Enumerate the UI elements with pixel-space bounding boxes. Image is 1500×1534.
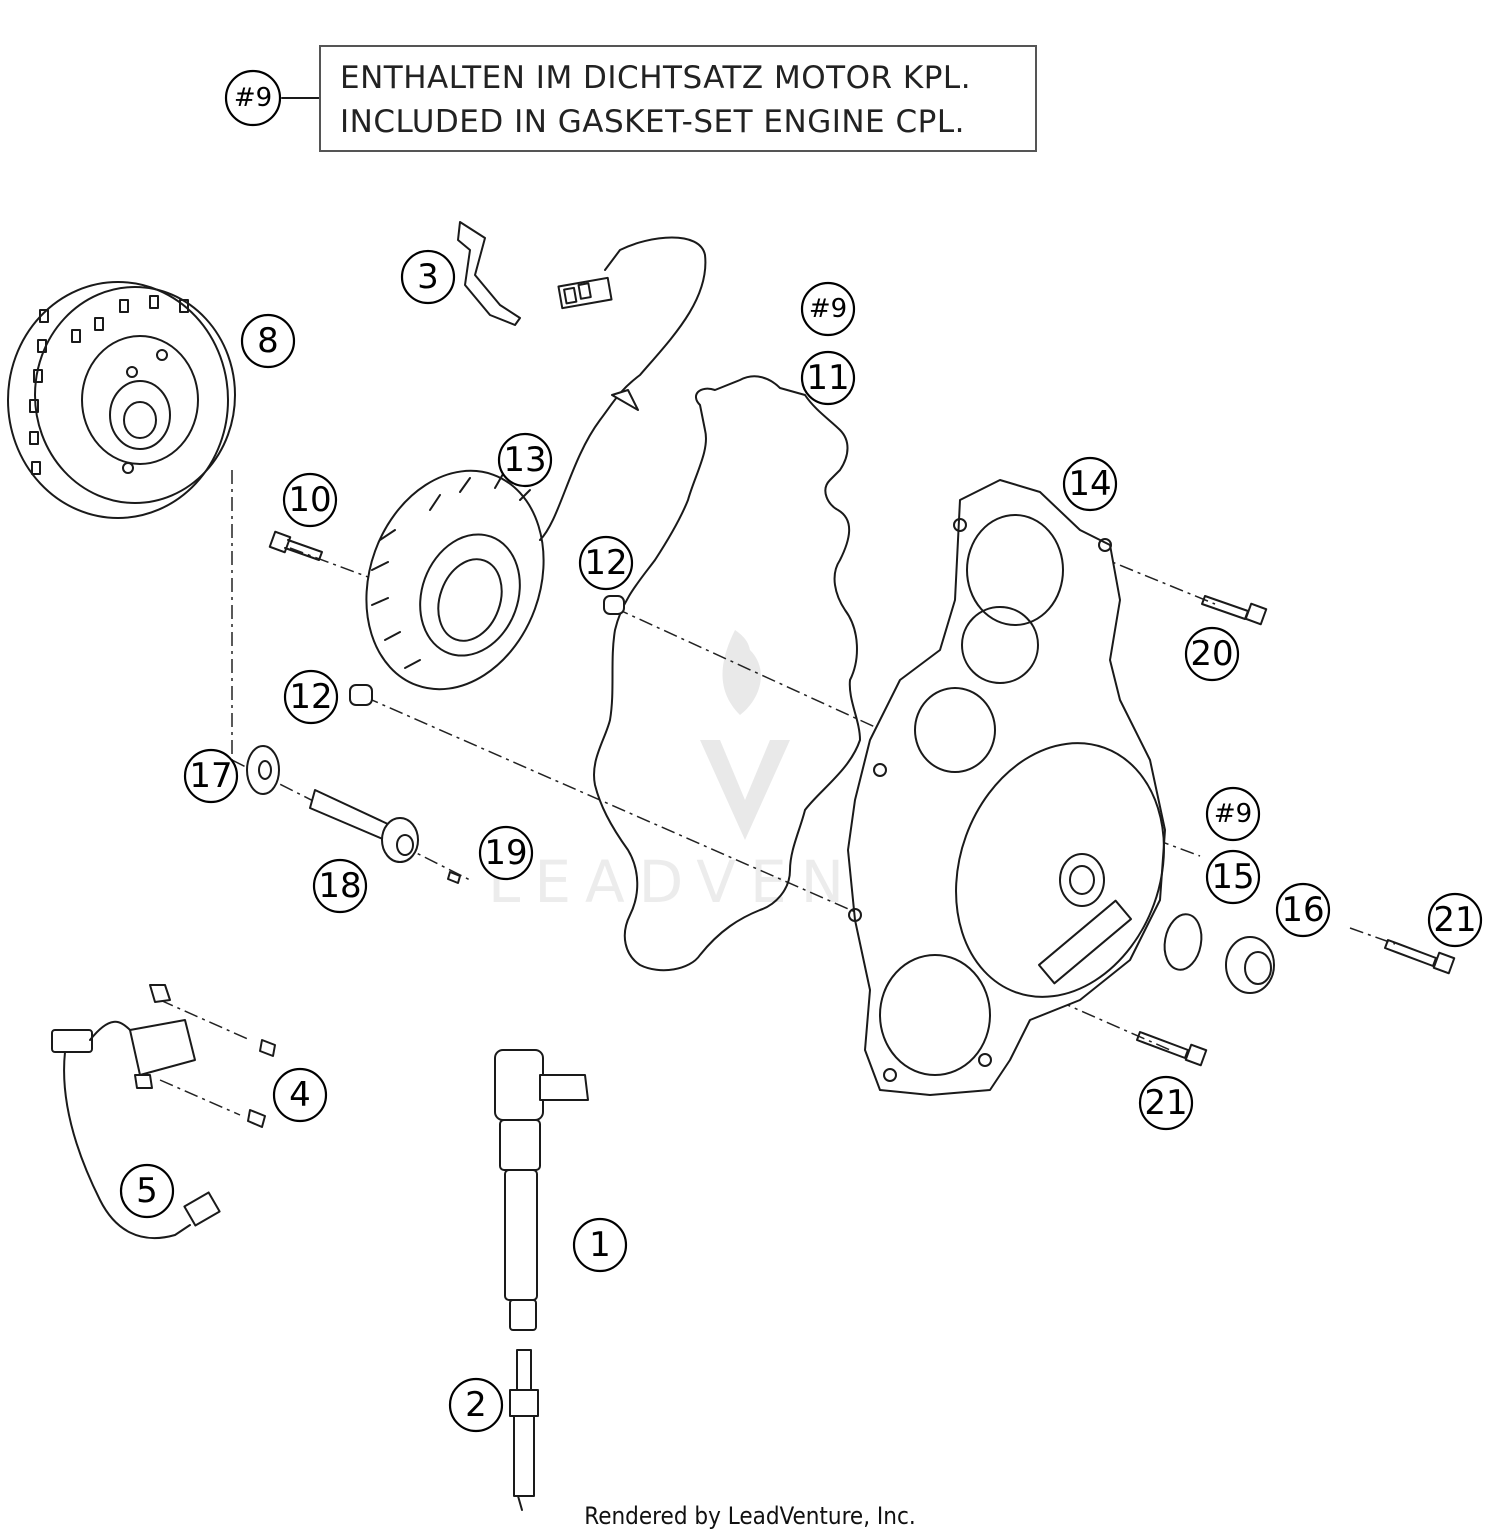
- callout-8: 8: [240, 313, 296, 369]
- svg-text:#9: #9: [1214, 799, 1252, 829]
- callout-16: 16: [1275, 882, 1331, 938]
- watermark-flame-icon: [722, 630, 761, 715]
- callout-20: 20: [1184, 626, 1240, 682]
- legend-line-german: ENTHALTEN IM DICHTSATZ MOTOR KPL.: [340, 60, 971, 96]
- svg-text:20: 20: [1190, 634, 1233, 674]
- bolt-20: [1201, 595, 1268, 626]
- svg-text:8: 8: [257, 321, 279, 361]
- svg-text:11: 11: [806, 358, 849, 398]
- callout-12-lower: 12: [283, 669, 339, 725]
- svg-text:#9: #9: [809, 294, 847, 324]
- legend-marker: #9: [224, 69, 282, 127]
- o-ring: [1163, 913, 1203, 971]
- svg-text:16: 16: [1281, 890, 1324, 930]
- ignition-cover: [847, 479, 1166, 1096]
- ignition-coil: [494, 1049, 589, 1331]
- legend: #9 ENTHALTEN IM DICHTSATZ MOTOR KPL. INC…: [224, 45, 1037, 152]
- callout-9-upper: #9: [800, 281, 856, 337]
- callout-21-lower: 21: [1138, 1075, 1194, 1131]
- flywheel-bolt: [309, 789, 419, 863]
- callout-13: 13: [497, 432, 553, 488]
- svg-text:12: 12: [289, 677, 332, 717]
- callout-12-upper: 12: [578, 535, 634, 591]
- svg-text:21: 21: [1144, 1083, 1187, 1123]
- watermark-v-icon: [700, 740, 790, 840]
- callout-3: 3: [400, 249, 456, 305]
- callout-11: 11: [800, 350, 856, 406]
- callout-15: 15: [1205, 849, 1261, 905]
- svg-text:5: 5: [136, 1171, 158, 1211]
- stator-connector: [557, 276, 613, 310]
- callout-4: 4: [272, 1067, 328, 1123]
- callout-5: 5: [119, 1163, 175, 1219]
- svg-text:14: 14: [1068, 464, 1111, 504]
- cable-clip: [457, 221, 521, 326]
- callout-21-right: 21: [1427, 892, 1483, 948]
- bolt-21-lower: [1136, 1031, 1208, 1067]
- stator: [365, 236, 707, 691]
- svg-text:18: 18: [318, 866, 361, 906]
- svg-text:1: 1: [589, 1225, 611, 1265]
- flywheel-rotor: [7, 281, 236, 519]
- callout-19: 19: [478, 825, 534, 881]
- callout-17: 17: [183, 748, 239, 804]
- svg-text:3: 3: [417, 257, 439, 297]
- bolt-21-right: [1384, 939, 1456, 975]
- svg-text:#9: #9: [234, 83, 272, 113]
- callout-9-lower: #9: [1205, 786, 1261, 842]
- bolt-10: [268, 530, 323, 561]
- callout-18: 18: [312, 858, 368, 914]
- svg-text:13: 13: [503, 440, 546, 480]
- ignition-module: [129, 984, 276, 1128]
- legend-line-english: INCLUDED IN GASKET-SET ENGINE CPL.: [340, 104, 965, 140]
- callout-10: 10: [282, 472, 338, 528]
- callout-2: 2: [448, 1377, 504, 1433]
- svg-text:10: 10: [288, 480, 331, 520]
- callout-14: 14: [1062, 456, 1118, 512]
- svg-text:12: 12: [584, 543, 627, 583]
- washer: [246, 745, 280, 795]
- sleeve-upper: [603, 595, 625, 615]
- pickup-sensor: [51, 1020, 221, 1240]
- svg-text:4: 4: [289, 1075, 311, 1115]
- footer-credit: Rendered by LeadVenture, Inc.: [584, 1502, 915, 1530]
- svg-text:17: 17: [189, 756, 232, 796]
- svg-text:2: 2: [465, 1385, 487, 1425]
- spark-plug: [509, 1349, 539, 1511]
- legend-box: [319, 45, 1037, 152]
- svg-text:19: 19: [484, 833, 527, 873]
- callout-1: 1: [572, 1217, 628, 1273]
- sleeve-lower: [349, 684, 373, 706]
- small-screw: [447, 871, 461, 884]
- alignment-lines: [159, 470, 1396, 1116]
- cover-gasket: [593, 375, 861, 972]
- svg-text:15: 15: [1211, 857, 1254, 897]
- svg-text:21: 21: [1433, 900, 1476, 940]
- cover-plug: [1225, 936, 1275, 994]
